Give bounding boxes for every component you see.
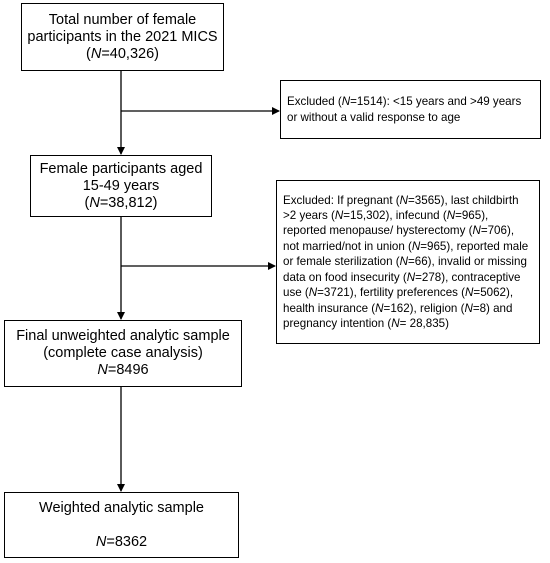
n-symbol: N	[375, 301, 384, 315]
exclusion-segment: =965), reported male or female steriliza…	[283, 239, 529, 269]
exclusion-segment: = 28,835)	[399, 316, 449, 330]
final-n: N=8496	[97, 362, 149, 378]
exclusion-segment: =8) and pregnancy intention (	[283, 301, 513, 330]
weighted-spacer	[119, 517, 123, 534]
excluded-age-line1: Excluded (N=1514): <15 years and >49 yea…	[287, 95, 522, 109]
exclusion-segment: =162), religion (	[383, 301, 465, 315]
aged-participants-box: Female participants aged 15-49 years (N=…	[30, 155, 212, 217]
n-symbol: N	[308, 286, 318, 300]
exclusion-segment: =965), reported menopause/ hysterectomy …	[283, 209, 489, 238]
aged-line1: Female participants aged	[39, 160, 203, 177]
exclusion-segment: Excluded: If pregnant (	[283, 193, 400, 207]
weighted-sample-box: Weighted analytic sample N=8362	[4, 492, 239, 558]
total-line1: Total number of female	[48, 11, 197, 28]
total-participants-box: Total number of female participants in t…	[21, 3, 224, 71]
total-n: (N=40,326)	[86, 45, 159, 62]
n-symbol: N	[406, 270, 416, 284]
total-line2: participants in the 2021 MICS	[27, 28, 218, 45]
n-symbol: N	[334, 209, 344, 223]
exclusion-segment: =66), invalid or missing data on food in…	[283, 255, 527, 284]
final-line2: (complete case analysis)	[43, 345, 203, 361]
aged-line2: 15-49 years	[82, 177, 160, 194]
n-symbol: N	[446, 209, 456, 223]
final-sample-box: Final unweighted analytic sample (comple…	[4, 320, 242, 387]
n-symbol: N	[472, 224, 481, 238]
excluded-criteria-box: Excluded: If pregnant (N=3565), last chi…	[276, 180, 540, 344]
n-symbol: N	[464, 301, 473, 315]
exclusion-segment: =3721), fertility preferences (	[317, 286, 466, 300]
excluded-age-line2: or without a valid response to age	[287, 110, 461, 124]
weighted-line1: Weighted analytic sample	[39, 499, 204, 516]
exclusion-segment: =278), contraceptive use (	[283, 270, 521, 300]
n-symbol: N	[399, 255, 408, 269]
exclusion-segment: =5062), health insurance (	[283, 286, 514, 315]
final-line1: Final unweighted analytic sample	[16, 328, 230, 344]
exclusion-segment: =706), not married/not in union (	[283, 224, 515, 253]
excluded-age-box: Excluded (N=1514): <15 years and >49 yea…	[280, 80, 541, 139]
n-symbol: N	[465, 286, 474, 300]
weighted-n: N=8362	[95, 533, 148, 550]
exclusion-segment: =3565), last childbirth >2 years (	[283, 193, 519, 223]
excluded-criteria-text: Excluded: If pregnant (N=3565), last chi…	[283, 193, 533, 332]
aged-n: (N=38,812)	[84, 194, 158, 211]
n-symbol: N	[411, 239, 421, 253]
n-symbol: N	[391, 316, 400, 330]
n-symbol: N	[399, 193, 409, 207]
exclusion-segment: =15,302), infecund (	[343, 209, 447, 223]
